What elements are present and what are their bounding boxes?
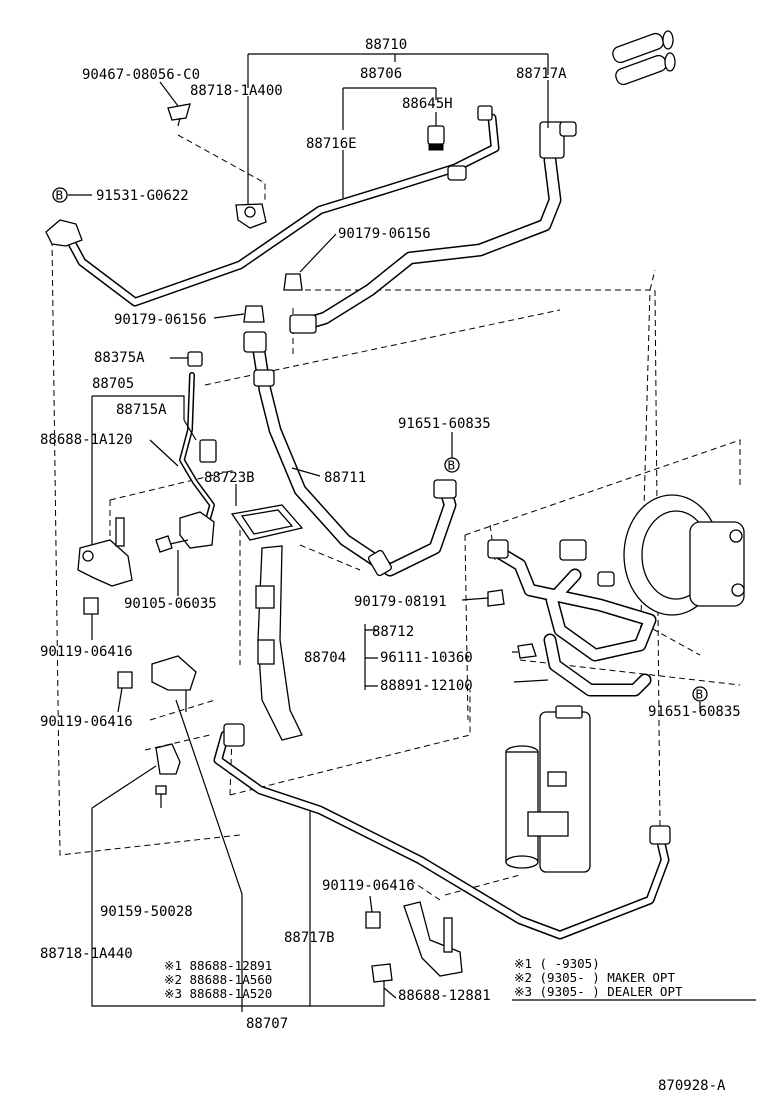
legend-row-2: ※2 (9305- ) MAKER OPT: [514, 970, 675, 985]
outline-clamp: [409, 874, 521, 901]
compressor: [623, 494, 745, 616]
symbol-b-text-2: B: [448, 458, 456, 473]
label-88375A: 88375A: [94, 350, 145, 366]
valve-88715A-assembly: [179, 439, 217, 549]
fitting-88717B-b: [649, 825, 671, 845]
fitting-88711-top: [243, 331, 267, 353]
label-90119-06416-a: 90119-06416: [40, 644, 133, 660]
label-88711: 88711: [324, 470, 366, 486]
label-88718-1A440: 88718-1A440: [40, 946, 133, 962]
screw-90159: [155, 785, 167, 808]
fitting-88712-b: [559, 539, 587, 561]
fitting-88711-end: [433, 479, 457, 499]
leader-lines: [68, 53, 756, 1012]
label-88891-12100: 88891-12100: [380, 678, 473, 694]
nut-90179-06156-a: [283, 273, 303, 291]
symbol-b-91531: B: [52, 187, 68, 203]
receiver-drier: [505, 705, 591, 873]
label-90119-06416-b: 90119-06416: [40, 714, 133, 730]
bolt-90119-b: [117, 671, 133, 689]
legend-row-1: ※1 ( -9305): [514, 956, 600, 971]
label-90179-06156-b: 90179-06156: [114, 312, 207, 328]
label-90119-06416-c: 90119-06416: [322, 878, 415, 894]
label-90105-06035: 90105-06035: [124, 596, 217, 612]
label-88723B: 88723B: [204, 470, 255, 486]
fitting-88716E-end: [45, 219, 83, 247]
bolt-90105: [155, 535, 189, 553]
label-88705: 88705: [92, 376, 134, 392]
fitting-88717B-a: [223, 723, 245, 747]
part-labels: 88710 88706 88717A 90467-08056-C0 88718-…: [40, 37, 741, 1094]
label-88645H: 88645H: [402, 96, 453, 112]
components: B: [45, 30, 745, 983]
label-88704: 88704: [304, 650, 346, 666]
valve-88688-1A120: [77, 517, 133, 587]
fitting-88712-c: [597, 571, 615, 587]
bracket-88704: [255, 545, 303, 741]
label-88706: 88706: [360, 66, 402, 82]
label-96111-10360: 96111-10360: [380, 650, 473, 666]
label-91531-G0622: 91531-G0622: [96, 188, 189, 204]
outline-center: [109, 469, 236, 540]
outline-upper-right: [285, 269, 656, 656]
label-88688-1A560: ※2 88688-1A560: [164, 972, 272, 987]
label-88715A: 88715A: [116, 402, 167, 418]
label-88688-12881: 88688-12881: [398, 988, 491, 1004]
bolt-90119-a: [83, 597, 99, 615]
fitting-88717A-block: [289, 314, 317, 334]
fitting-88712-a: [487, 539, 509, 559]
label-91651-60835-b: 91651-60835: [648, 704, 741, 720]
label-88688-1A120: 88688-1A120: [40, 432, 133, 448]
clamp-88718-1A400: [235, 203, 267, 229]
fitting-88717A-ends: [539, 30, 676, 159]
pipes-and-hoses: [63, 113, 670, 940]
option-legend: ※1 ( -9305) ※2 (9305- ) MAKER OPT ※3 (93…: [514, 956, 683, 999]
hose-88717A: [295, 153, 562, 332]
clip-90467: [167, 103, 191, 127]
fitting-88711-collar: [253, 369, 275, 387]
label-88717B: 88717B: [284, 930, 335, 946]
label-88707: 88707: [246, 1016, 288, 1032]
label-88717A: 88717A: [516, 66, 567, 82]
clip-96111: [517, 643, 537, 659]
fitting-88711-collar-b: [368, 549, 392, 577]
legend-row-3: ※3 (9305- ) DEALER OPT: [514, 984, 683, 999]
label-90179-06156-a: 90179-06156: [338, 226, 431, 242]
label-88716E: 88716E: [306, 136, 357, 152]
label-90159-50028: 90159-50028: [100, 904, 193, 920]
label-88712: 88712: [372, 624, 414, 640]
label-88710: 88710: [365, 37, 407, 53]
outline-bracket-low: [144, 699, 216, 751]
label-90467-08056-C0: 90467-08056-C0: [82, 67, 200, 83]
bracket-88688-12891: [151, 655, 197, 712]
label-90179-08191: 90179-08191: [354, 594, 447, 610]
outline-88716E-bracket: [177, 134, 266, 200]
gasket-88723B: [230, 504, 304, 541]
label-88688-12891: ※1 88688-12891: [164, 958, 272, 973]
label-88688-1A520: ※3 88688-1A520: [164, 986, 272, 1001]
bolt-90119-c: [365, 911, 381, 929]
symbol-b-text-3: B: [696, 687, 704, 702]
pipe-88717B: [213, 730, 670, 940]
switch-88645H: [427, 105, 493, 181]
cap-88375A: [187, 351, 203, 367]
clamp-88718-1A440: [155, 743, 181, 775]
outline-left-long: [51, 239, 241, 856]
assembly-outlines: [51, 134, 741, 901]
drawing-number: 870928-A: [658, 1078, 726, 1094]
label-91651-60835-a: 91651-60835: [398, 416, 491, 432]
symbol-b-lower: B B: [444, 457, 708, 702]
label-88718-1A400: 88718-1A400: [190, 83, 283, 99]
symbol-b-text: B: [56, 188, 64, 203]
outline-compressor: [464, 439, 741, 721]
nut-90179-06156-b: [243, 305, 265, 323]
nut-90179-08191: [487, 589, 505, 607]
bracket-88688-12881: [371, 901, 463, 983]
